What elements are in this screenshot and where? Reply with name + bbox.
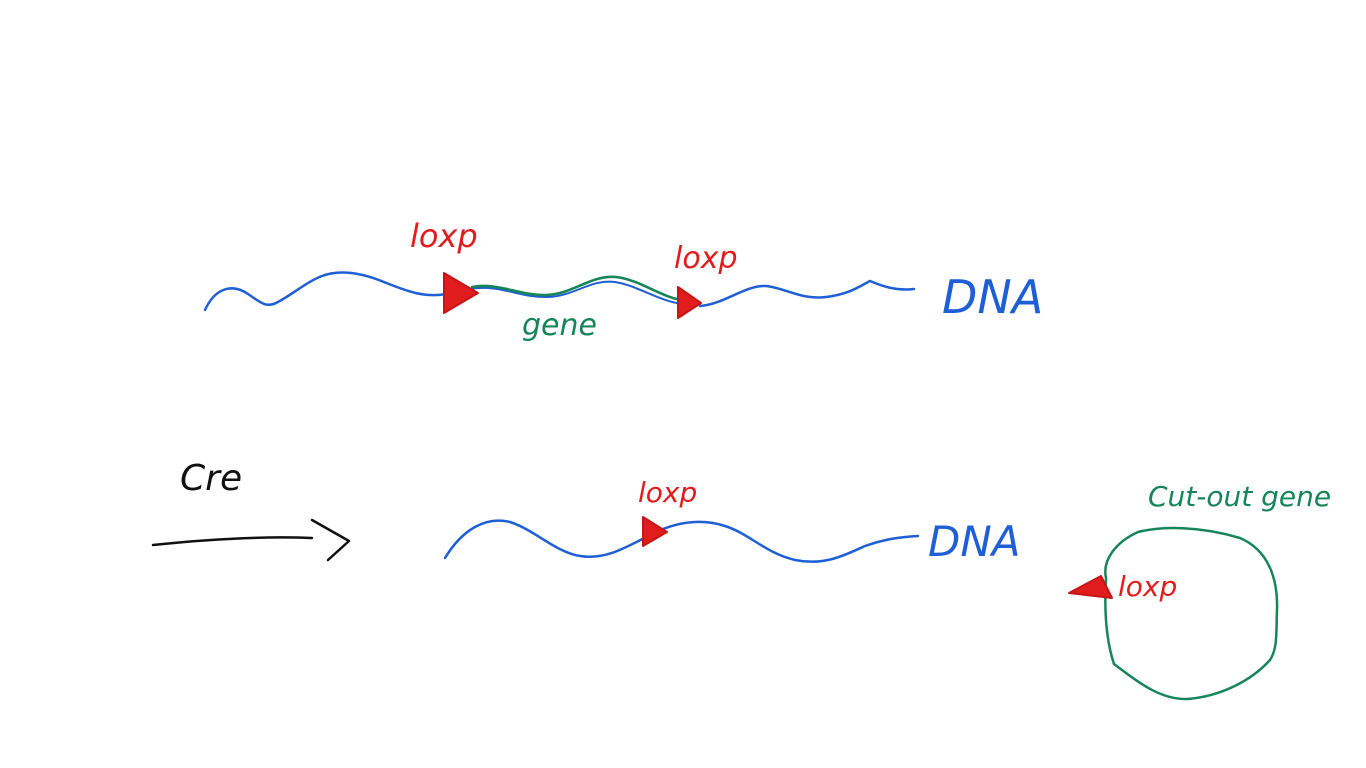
circle-loxp-label: loxp — [1118, 570, 1177, 603]
top-dna-right-strand — [698, 279, 916, 308]
cre-label: Cre — [180, 458, 242, 499]
top-dna-under-gene — [469, 280, 691, 306]
bottom-construct: loxp DNA — [443, 476, 1021, 566]
bottom-dna-label: DNA — [928, 517, 1021, 566]
top-gene-label: gene — [522, 308, 597, 343]
excised-gene-circle: loxp Cut-out gene — [1068, 480, 1331, 701]
arrow-head — [310, 518, 351, 562]
top-dna-left-strand — [203, 271, 448, 312]
circle-loxp-triangle — [1068, 575, 1113, 599]
arrow-shaft — [151, 536, 314, 547]
circle-gene-loop — [1104, 526, 1279, 701]
top-loxp-right-triangle — [677, 286, 702, 319]
cre-reaction-arrow: Cre — [151, 458, 351, 562]
top-construct: loxp loxp gene DNA — [203, 217, 1043, 343]
bottom-loxp-triangle — [642, 516, 668, 547]
top-loxp-left-triangle — [443, 272, 479, 314]
top-gene-segment — [470, 275, 690, 303]
bottom-loxp-label: loxp — [638, 476, 697, 509]
top-loxp-left-label: loxp — [410, 217, 478, 255]
bottom-dna-strand — [443, 519, 920, 563]
top-dna-label: DNA — [942, 270, 1043, 324]
top-loxp-right-label: loxp — [674, 241, 738, 276]
circle-gene-label: Cut-out gene — [1148, 480, 1331, 513]
